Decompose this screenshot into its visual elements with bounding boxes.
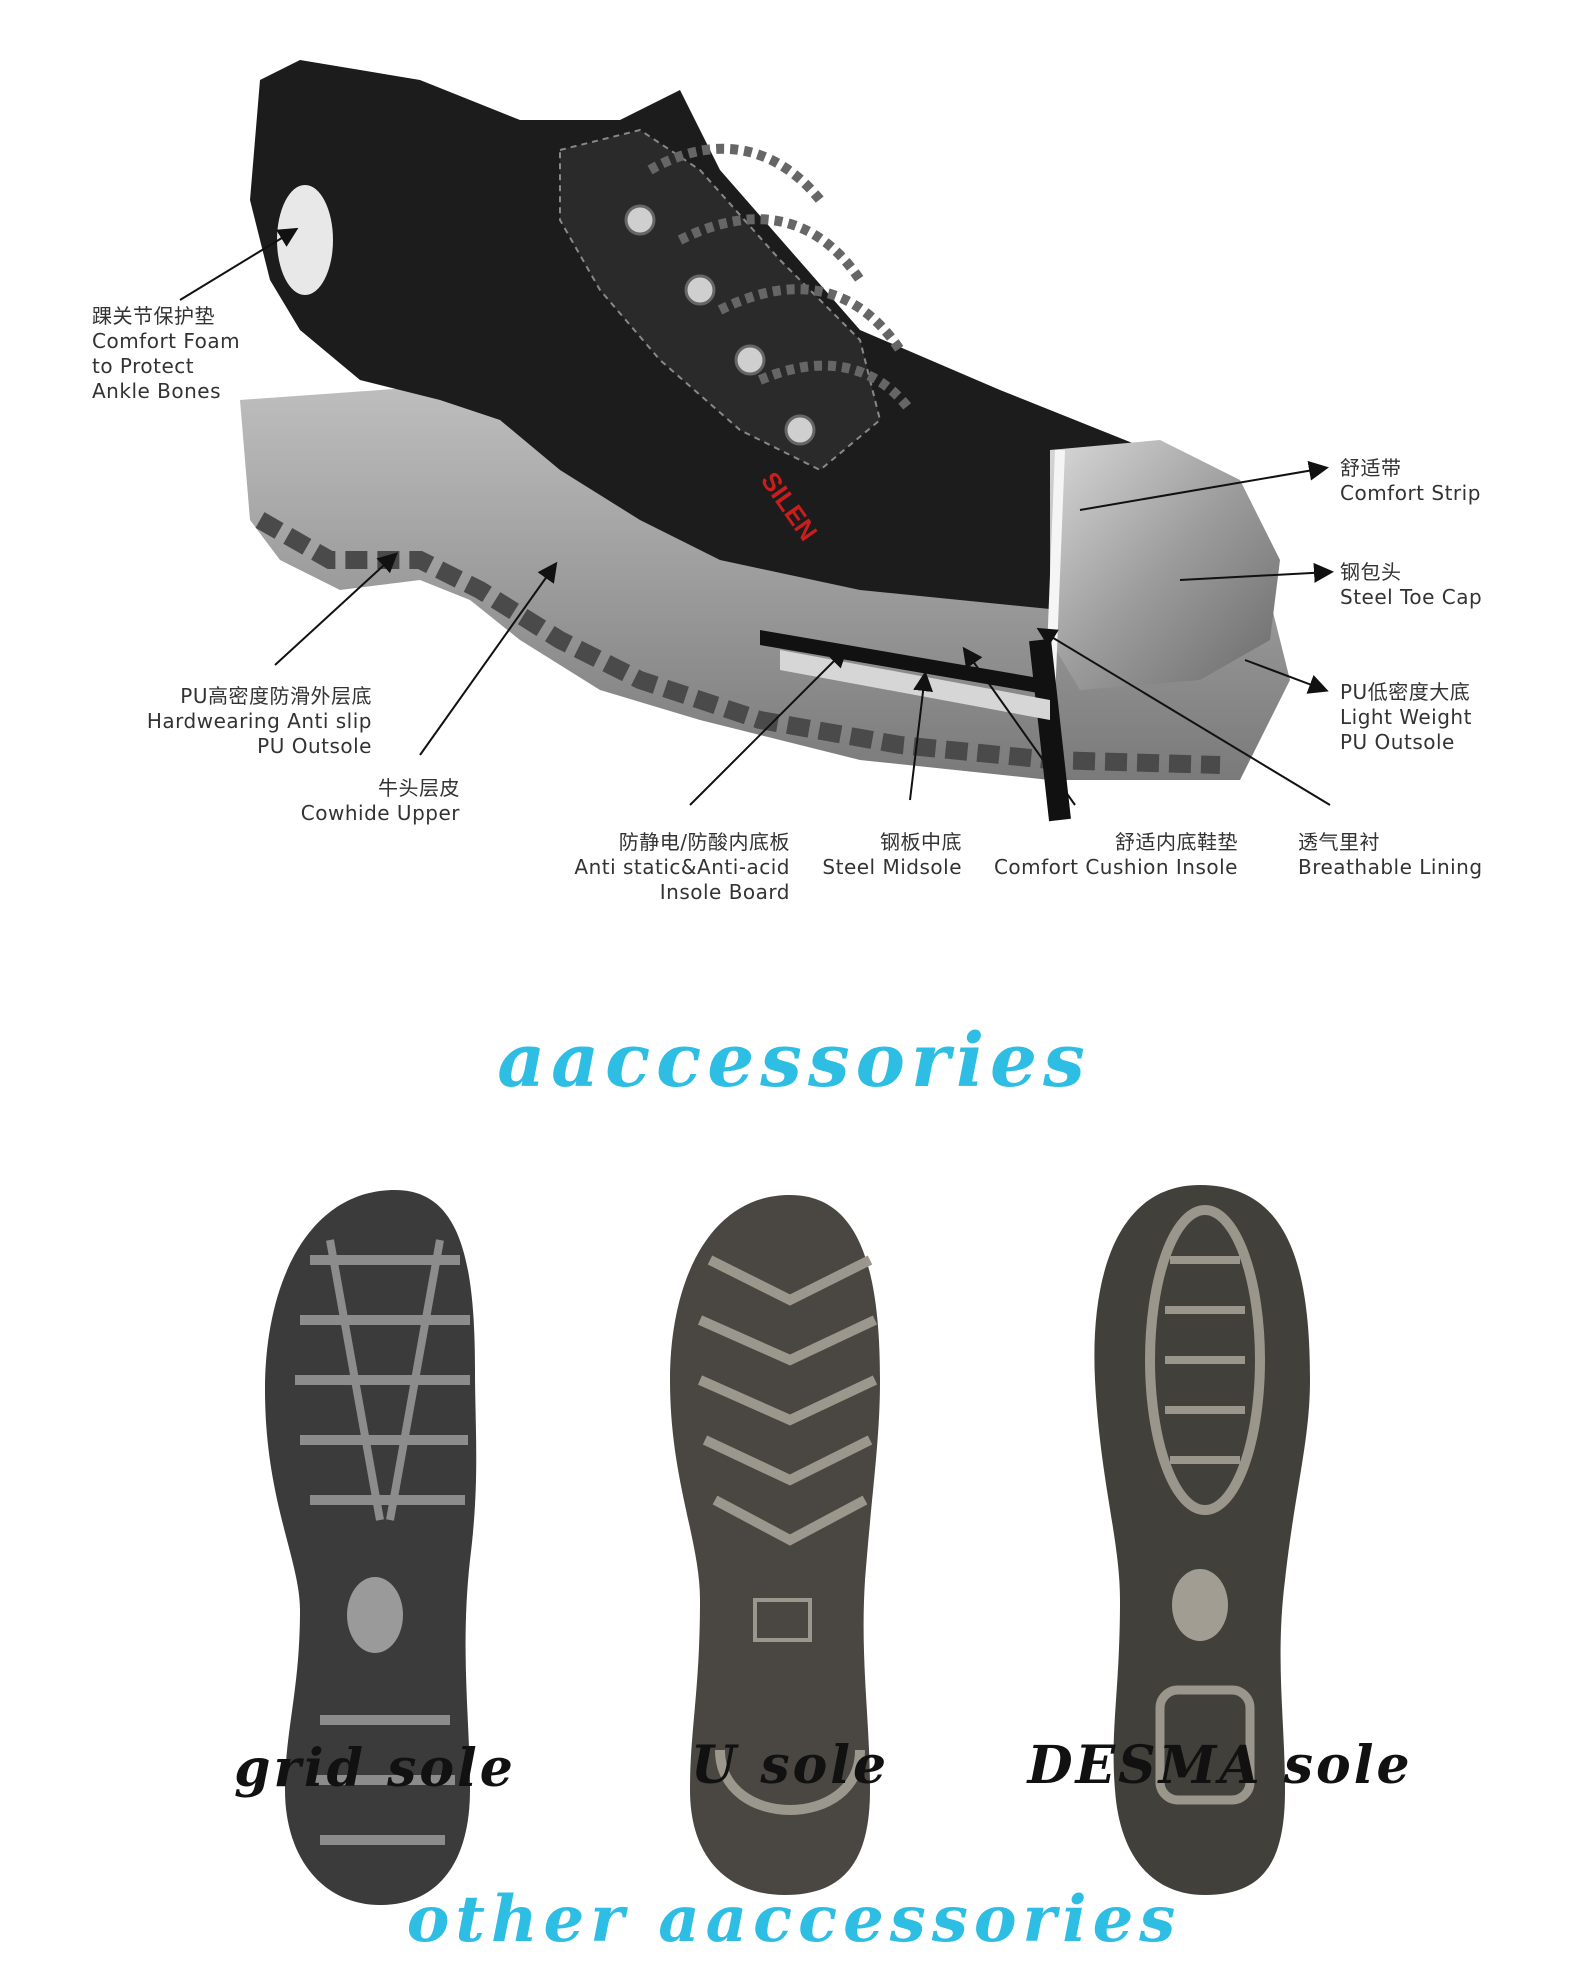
steel-toe-cap [1029, 440, 1280, 822]
callout-cushion-en1: Comfort Cushion Insole [993, 855, 1238, 879]
callout-ankle-en1: Comfort Foam [92, 329, 241, 353]
callout-insole-board-cn: 防静电/防酸内底板 [618, 830, 790, 854]
callout-midsole: 钢板中底 Steel Midsole [822, 830, 962, 880]
callout-insole-board-en2: Insole Board [659, 880, 790, 904]
callout-ankle-cn: 踝关节保护垫 [92, 304, 215, 328]
desma-sole-caption: DESMA sole [1027, 1735, 1413, 1796]
callout-light-sole-cn: PU低密度大底 [1340, 680, 1471, 704]
callout-lining: 透气里衬 Breathable Lining [1298, 830, 1483, 880]
desma-sole-icon [1094, 1185, 1310, 1895]
callout-outsole-en2: PU Outsole [257, 734, 372, 758]
callout-arrows [179, 227, 1334, 806]
callout-light-sole-en2: PU Outsole [1340, 730, 1455, 754]
boot-eyelets [624, 204, 816, 446]
callout-outsole: PU高密度防滑外层底 Hardwearing Anti slip PU Outs… [147, 684, 372, 759]
u-sole-caption: U sole [690, 1735, 890, 1796]
callout-upper: 牛头层皮 Cowhide Upper [301, 776, 460, 826]
callout-ankle: 踝关节保护垫 Comfort Foam to Protect Ankle Bon… [92, 304, 240, 404]
callout-outsole-en1: Hardwearing Anti slip [146, 709, 372, 733]
callout-ankle-en3: Ankle Bones [92, 379, 222, 403]
callout-strip: 舒适带 Comfort Strip [1340, 456, 1481, 506]
callout-cushion: 舒适内底鞋垫 Comfort Cushion Insole [994, 830, 1238, 880]
callout-toecap: 钢包头 Steel Toe Cap [1340, 560, 1482, 610]
grid-sole-caption: grid sole [234, 1738, 516, 1799]
callout-outsole-cn: PU高密度防滑外层底 [180, 684, 372, 708]
callout-lining-en1: Breathable Lining [1298, 855, 1483, 879]
callout-cushion-cn: 舒适内底鞋垫 [1115, 830, 1238, 854]
callout-insole-board-en1: Anti static&Anti-acid [574, 855, 790, 879]
callout-lining-cn: 透气里衬 [1298, 830, 1380, 854]
callout-upper-en1: Cowhide Upper [300, 801, 460, 825]
callout-upper-cn: 牛头层皮 [378, 776, 460, 800]
other-accessories-heading: other aaccessories [406, 1882, 1182, 1957]
callout-strip-en1: Comfort Strip [1340, 481, 1481, 505]
callout-light-sole-en1: Light Weight [1340, 705, 1472, 729]
callout-light-sole: PU低密度大底 Light Weight PU Outsole [1340, 680, 1472, 755]
u-sole-icon [670, 1195, 880, 1895]
callout-ankle-en2: to Protect [92, 354, 195, 378]
callout-midsole-cn: 钢板中底 [880, 830, 962, 854]
accessories-heading: aaccessories [497, 1018, 1091, 1104]
callout-toecap-cn: 钢包头 [1340, 560, 1402, 584]
callout-strip-cn: 舒适带 [1340, 456, 1402, 480]
boot-laces [647, 143, 914, 414]
callout-toecap-en1: Steel Toe Cap [1340, 585, 1483, 609]
callout-midsole-en1: Steel Midsole [822, 855, 962, 879]
callout-insole-board: 防静电/防酸内底板 Anti static&Anti-acid Insole B… [574, 830, 790, 905]
grid-sole-icon [265, 1190, 477, 1905]
